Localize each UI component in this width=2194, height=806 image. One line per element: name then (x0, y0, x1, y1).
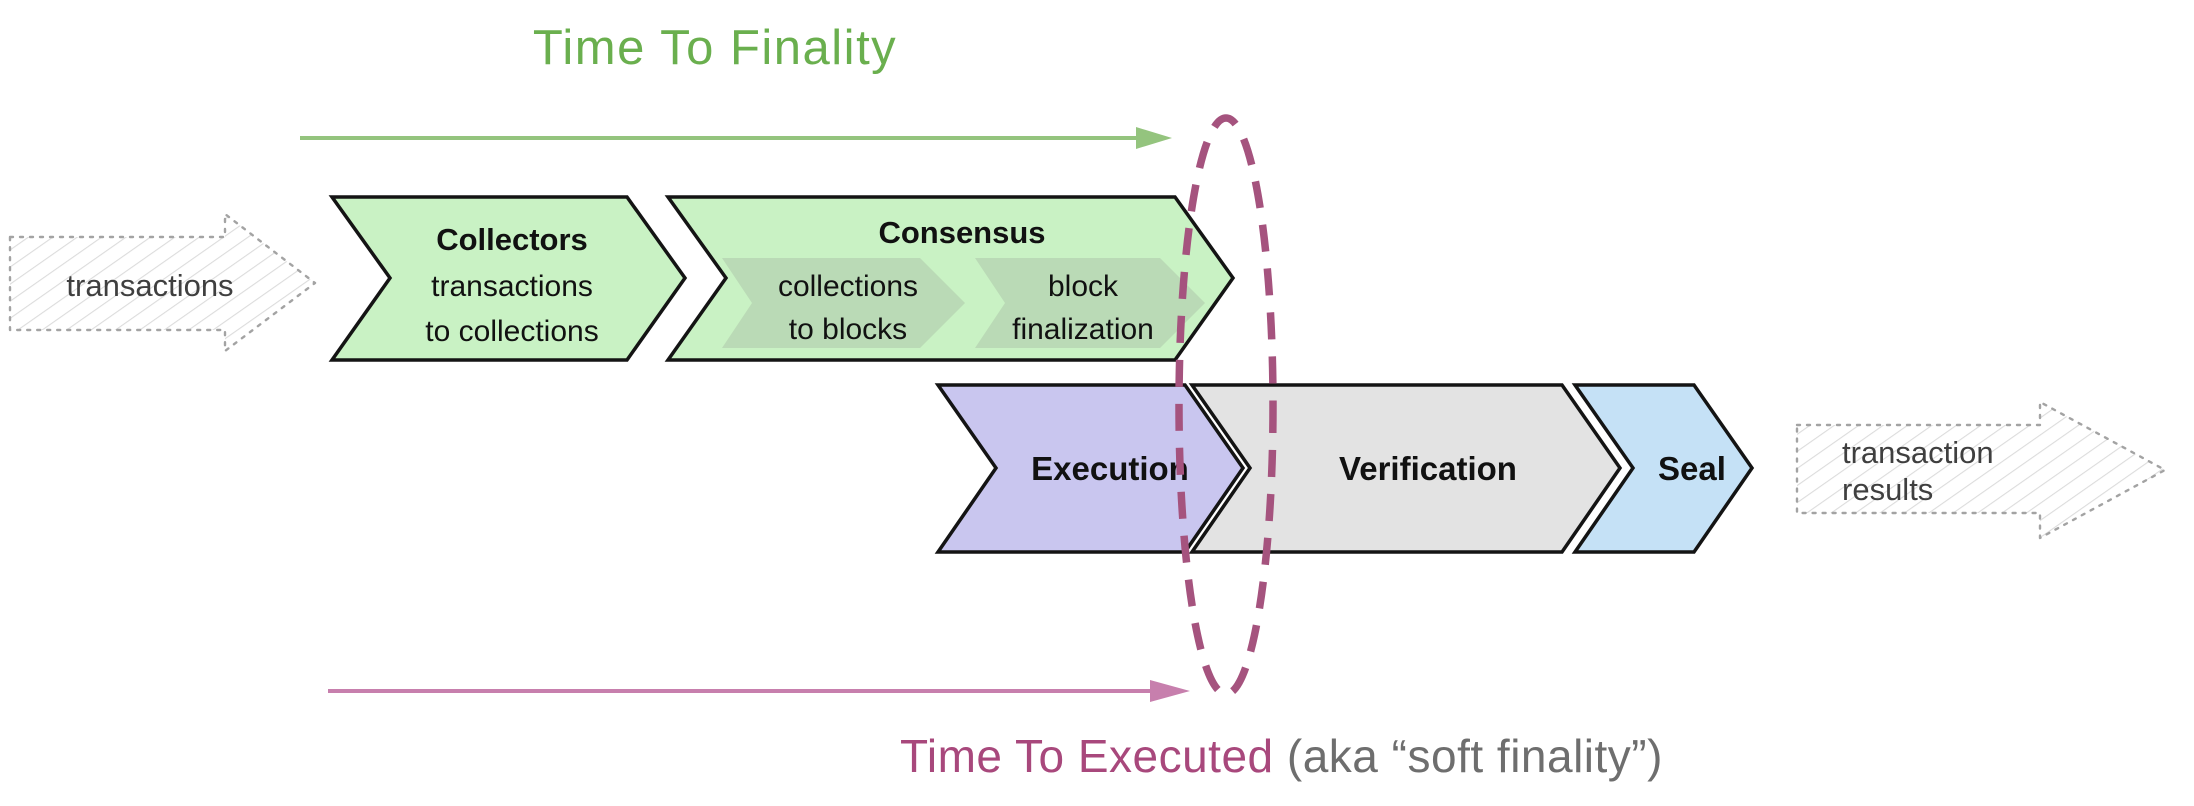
seal-stage: Seal (1571, 383, 1755, 554)
collections-to-blocks-line1: collections (778, 270, 918, 303)
transaction-results-line1: transaction (1842, 435, 1994, 470)
collectors-stage: Collectors transactions to collections (328, 195, 688, 362)
collections-to-blocks-line2: to blocks (789, 313, 907, 346)
collectors-title: Collectors (436, 222, 588, 257)
time-to-executed-label: Time To Executed (aka “soft finality”) (900, 730, 1663, 782)
execution-stage: Execution (934, 383, 1246, 554)
verification-title: Verification (1339, 450, 1517, 487)
time-to-executed-primary: Time To Executed (900, 730, 1287, 782)
time-to-executed-secondary: (aka “soft finality”) (1287, 730, 1663, 782)
verification-stage: Verification (1188, 383, 1623, 554)
verification-chevron (1188, 383, 1623, 554)
transactions-input-arrow: transactions (8, 212, 317, 353)
collectors-subtitle-line2: to collections (425, 315, 598, 348)
consensus-title: Consensus (878, 215, 1045, 250)
transaction-results-arrow-shape (1795, 400, 2167, 540)
transaction-results-output-arrow: transaction results (1795, 400, 2167, 540)
time-to-finality-arrow (300, 127, 1172, 149)
soft-finality-boundary-ellipse (1175, 114, 1277, 698)
seal-chevron (1571, 383, 1755, 554)
block-finalization-line1: block (1048, 270, 1119, 303)
execution-title: Execution (1031, 450, 1189, 487)
time-to-executed-arrow (328, 680, 1190, 702)
collectors-chevron (328, 195, 688, 362)
consensus-stage: Consensus collections to blocks block fi… (664, 195, 1236, 362)
block-finalization-subchevron (975, 258, 1205, 348)
block-finalization-line2: finalization (1012, 313, 1154, 346)
transactions-input-label: transactions (66, 268, 233, 303)
collectors-subtitle-line1: transactions (431, 270, 593, 303)
transactions-input-arrow-shape (8, 212, 317, 353)
seal-title: Seal (1658, 450, 1726, 487)
transaction-results-line2: results (1842, 472, 1933, 507)
collections-to-blocks-subchevron (722, 258, 965, 348)
time-to-executed-arrowhead-icon (1150, 680, 1190, 702)
time-to-finality-arrowhead-icon (1136, 127, 1172, 149)
time-to-finality-title: Time To Finality (533, 21, 897, 75)
